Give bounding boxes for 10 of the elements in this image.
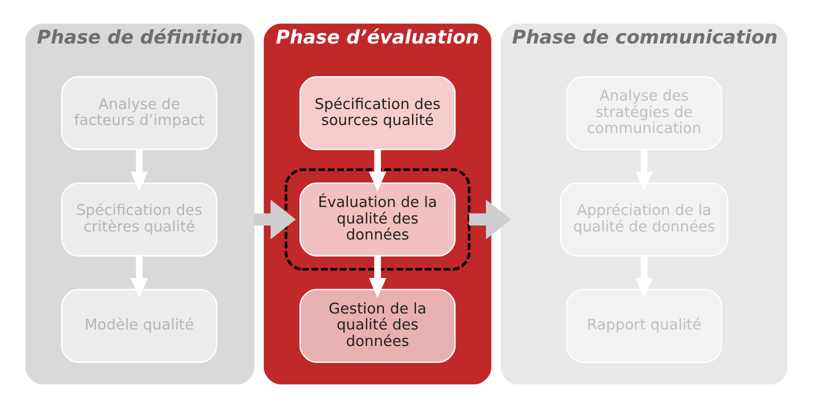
arrow (254, 200, 296, 240)
arrow (368, 256, 386, 298)
node-box: Spécification des sources qualité (299, 76, 456, 150)
arrow (368, 150, 386, 192)
node-box: Évaluation de la qualité des données (299, 182, 456, 256)
arrow (469, 200, 512, 240)
cluster (284, 168, 470, 271)
node-box: Gestion de la qualité des données (299, 288, 456, 363)
arrow (130, 150, 148, 192)
arrow (130, 256, 148, 298)
